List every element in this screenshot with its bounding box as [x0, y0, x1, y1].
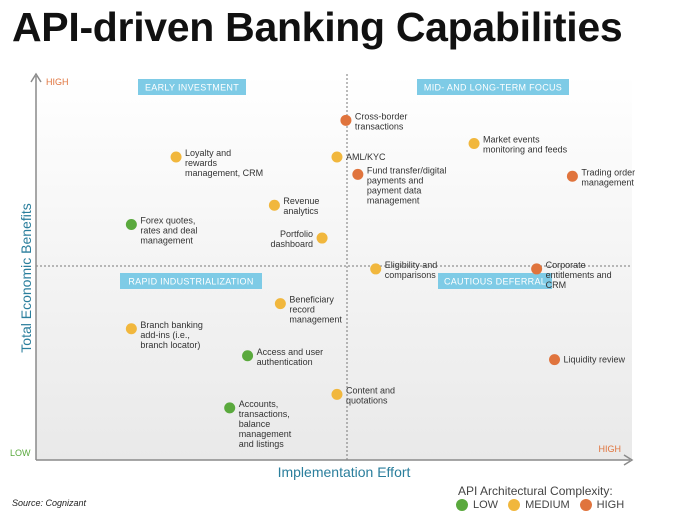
plot-background [36, 74, 632, 460]
data-point-cross-border-transactions [340, 114, 352, 126]
data-label-beneficiary-record-management-line-3: management [289, 315, 342, 325]
data-point-access-and-user-authentication [242, 350, 254, 362]
data-label-beneficiary-record-management-line-2: record [289, 305, 315, 315]
quadrant-label-mid-and-long-term-focus: MID- AND LONG-TERM FOCUS [424, 83, 562, 93]
data-label-accounts-transactions-balance-management-and-listings-line-4: management [239, 429, 292, 439]
data-point-aml-kyc [331, 151, 343, 163]
data-label-eligibility-and-comparisons-line-1: Eligibility and [385, 260, 438, 270]
data-label-revenue-analytics-line-2: analytics [283, 206, 319, 216]
data-label-trading-order-management-line-1: Trading order [581, 167, 635, 177]
data-label-forex-quotes-rates-and-deal-management-line-2: rates and deal [140, 226, 197, 236]
data-point-fund-transfer-digital-payments-and-payment-data-management [352, 168, 364, 180]
data-label-branch-banking-add-ins-i-e-branch-locator-line-1: Branch banking [140, 320, 203, 330]
x-axis-title: Implementation Effort [278, 464, 411, 480]
quadrant-label-rapid-industrialization: RAPID INDUSTRIALIZATION [128, 277, 253, 287]
data-label-corporate-entitlements-and-crm-line-1: Corporate [546, 260, 586, 270]
data-point-accounts-transactions-balance-management-and-listings [224, 402, 236, 414]
data-label-beneficiary-record-management-line-1: Beneficiary [289, 295, 334, 305]
data-point-eligibility-and-comparisons [370, 263, 382, 275]
data-label-forex-quotes-rates-and-deal-management-line-1: Forex quotes, [140, 216, 195, 226]
data-label-revenue-analytics-line-1: Revenue [283, 196, 319, 206]
data-label-eligibility-and-comparisons-line-2: comparisons [385, 270, 437, 280]
data-label-access-and-user-authentication-line-2: authentication [257, 357, 313, 367]
data-label-accounts-transactions-balance-management-and-listings-line-5: and listings [239, 439, 285, 449]
quadrant-label-cautious-deferral: CAUTIOUS DEFERRAL [444, 277, 546, 287]
data-point-loyalty-and-rewards-management-crm [170, 151, 182, 163]
x-axis-arrow-icon [623, 454, 634, 466]
data-label-loyalty-and-rewards-management-crm-line-2: rewards [185, 158, 218, 168]
data-label-accounts-transactions-balance-management-and-listings-line-1: Accounts, [239, 399, 279, 409]
legend-item-high: HIGH [579, 499, 625, 511]
axis-low-label: LOW [10, 448, 31, 458]
legend-label-low: LOW [473, 499, 499, 511]
data-label-branch-banking-add-ins-i-e-branch-locator-line-2: add-ins (i.e., [140, 330, 190, 340]
legend-item-medium: MEDIUM [508, 499, 570, 511]
quadrant-label-bg-rapid-industrialization [120, 273, 262, 289]
source-note: Source: Cognizant [12, 498, 87, 508]
quadrant-label-bg-mid-and-long-term-focus [417, 79, 569, 95]
data-label-access-and-user-authentication-line-1: Access and user [257, 347, 324, 357]
quadrant-label-bg-early-investment [138, 79, 246, 95]
data-point-corporate-entitlements-and-crm [531, 263, 543, 275]
data-label-aml-kyc-line-1: AML/KYC [346, 152, 386, 162]
data-point-branch-banking-add-ins-i-e-branch-locator [125, 323, 137, 335]
data-label-cross-border-transactions-line-2: transactions [355, 121, 404, 131]
quadrant-label-bg-cautious-deferral [438, 273, 552, 289]
data-point-forex-quotes-rates-and-deal-management [125, 219, 137, 231]
data-point-market-events-monitoring-and-feeds [468, 137, 480, 149]
legend-dot-low [456, 499, 468, 511]
data-label-forex-quotes-rates-and-deal-management-line-3: management [140, 236, 193, 246]
y-axis-high-label: HIGH [46, 77, 69, 87]
legend-dot-high [579, 499, 592, 511]
data-label-market-events-monitoring-and-feeds-line-1: Market events [483, 134, 540, 144]
data-point-portfolio-dashboard [316, 232, 328, 244]
data-label-trading-order-management-line-2: management [581, 177, 634, 187]
data-label-content-and-quotations-line-2: quotations [346, 395, 388, 405]
data-point-revenue-analytics [268, 199, 280, 211]
data-label-liquidity-review-line-1: Liquidity review [564, 355, 626, 365]
data-label-fund-transfer-digital-payments-and-payment-data-management-line-3: payment data [367, 185, 422, 195]
data-label-loyalty-and-rewards-management-crm-line-1: Loyalty and [185, 148, 231, 158]
legend-label-medium: MEDIUM [525, 499, 570, 511]
data-point-trading-order-management [566, 170, 578, 182]
data-label-branch-banking-add-ins-i-e-branch-locator-line-3: branch locator) [140, 340, 200, 350]
x-axis-high-label: HIGH [599, 444, 622, 454]
data-label-fund-transfer-digital-payments-and-payment-data-management-line-1: Fund transfer/digital [367, 165, 447, 175]
data-label-cross-border-transactions-line-1: Cross-border [355, 111, 408, 121]
legend-item-low: LOW [456, 499, 498, 511]
data-point-beneficiary-record-management [274, 298, 286, 310]
data-label-portfolio-dashboard-line-2: dashboard [271, 239, 314, 249]
legend-label-high: HIGH [596, 499, 625, 511]
data-label-loyalty-and-rewards-management-crm-line-3: management, CRM [185, 168, 263, 178]
data-point-content-and-quotations [331, 388, 343, 400]
y-axis-arrow-icon [30, 72, 42, 83]
data-label-corporate-entitlements-and-crm-line-3: CRM [546, 280, 567, 290]
page-title: API-driven Banking Capabilities [12, 4, 623, 50]
data-label-fund-transfer-digital-payments-and-payment-data-management-line-4: management [367, 195, 420, 205]
data-label-content-and-quotations-line-1: Content and [346, 385, 395, 395]
data-label-fund-transfer-digital-payments-and-payment-data-management-line-2: payments and [367, 175, 424, 185]
data-label-portfolio-dashboard-line-1: Portfolio [280, 229, 313, 239]
y-axis-title: Total Economic Benefits [18, 203, 34, 352]
legend-dot-medium [508, 499, 521, 511]
legend-title: API Architectural Complexity: [458, 484, 613, 498]
data-label-corporate-entitlements-and-crm-line-2: entitlements and [546, 270, 612, 280]
legend: LOW MEDIUM HIGH [456, 499, 634, 511]
data-point-liquidity-review [549, 354, 561, 366]
data-label-accounts-transactions-balance-management-and-listings-line-3: balance [239, 419, 271, 429]
quadrant-label-early-investment: EARLY INVESTMENT [145, 83, 239, 93]
data-label-accounts-transactions-balance-management-and-listings-line-2: transactions, [239, 409, 290, 419]
data-label-market-events-monitoring-and-feeds-line-2: monitoring and feeds [483, 144, 568, 154]
